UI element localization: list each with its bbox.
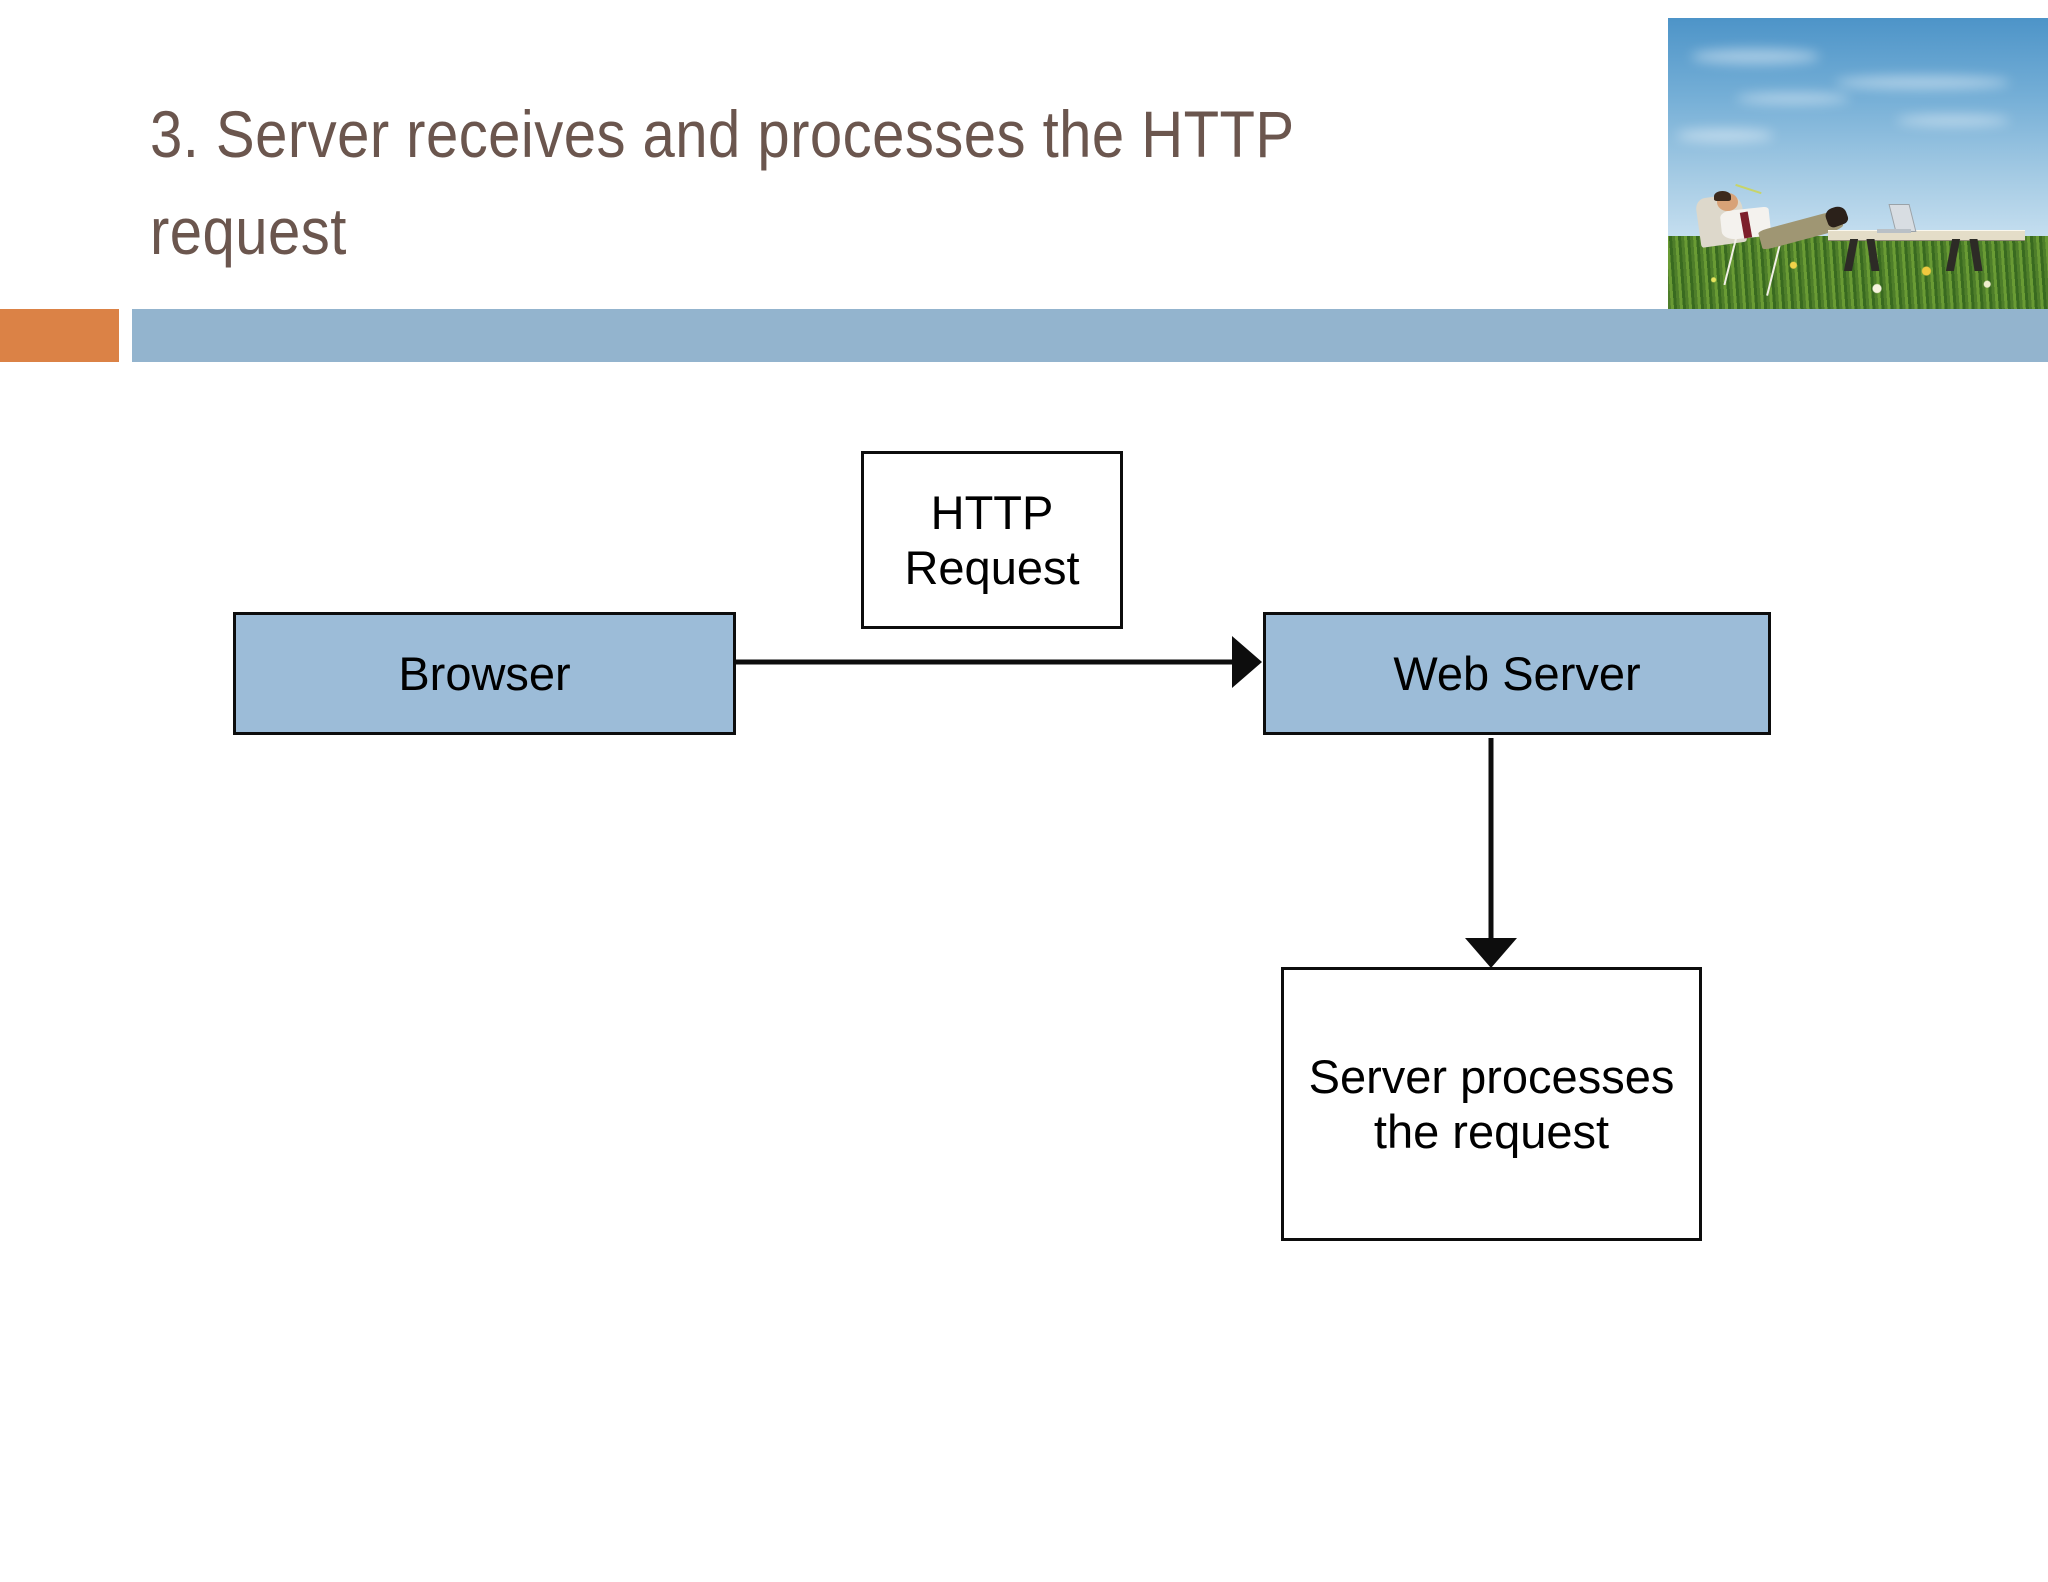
photo-grass <box>1668 236 2048 309</box>
accent-bar-orange <box>0 309 119 362</box>
accent-bar-blue <box>132 309 2048 362</box>
node-browser-label: Browser <box>398 646 571 700</box>
page-title: 3. Server receives and processes the HTT… <box>150 97 1294 268</box>
node-web-server-label: Web Server <box>1393 646 1641 700</box>
node-http-request[interactable]: HTTP Request <box>861 451 1123 629</box>
header-photo <box>1668 18 2048 309</box>
photo-cloud <box>1896 115 2010 127</box>
connector-web-server-to-server-processes <box>1465 738 1517 968</box>
photo-cloud <box>1690 48 1820 65</box>
node-server-processes[interactable]: Server processes the request <box>1281 967 1702 1241</box>
photo-laptop-base <box>1877 228 1912 234</box>
node-web-server[interactable]: Web Server <box>1263 612 1771 735</box>
photo-cloud <box>1835 75 2010 89</box>
photo-cloud <box>1736 93 1851 105</box>
photo-man-hair <box>1714 190 1732 202</box>
photo-sky <box>1668 18 2048 240</box>
node-http-request-label: HTTP Request <box>904 485 1080 594</box>
node-browser[interactable]: Browser <box>233 612 736 735</box>
photo-table-top <box>1827 230 2026 241</box>
node-server-processes-label: Server processes the request <box>1308 1049 1675 1158</box>
photo-cloud <box>1675 128 1775 142</box>
connector-browser-to-web-server <box>736 636 1262 688</box>
